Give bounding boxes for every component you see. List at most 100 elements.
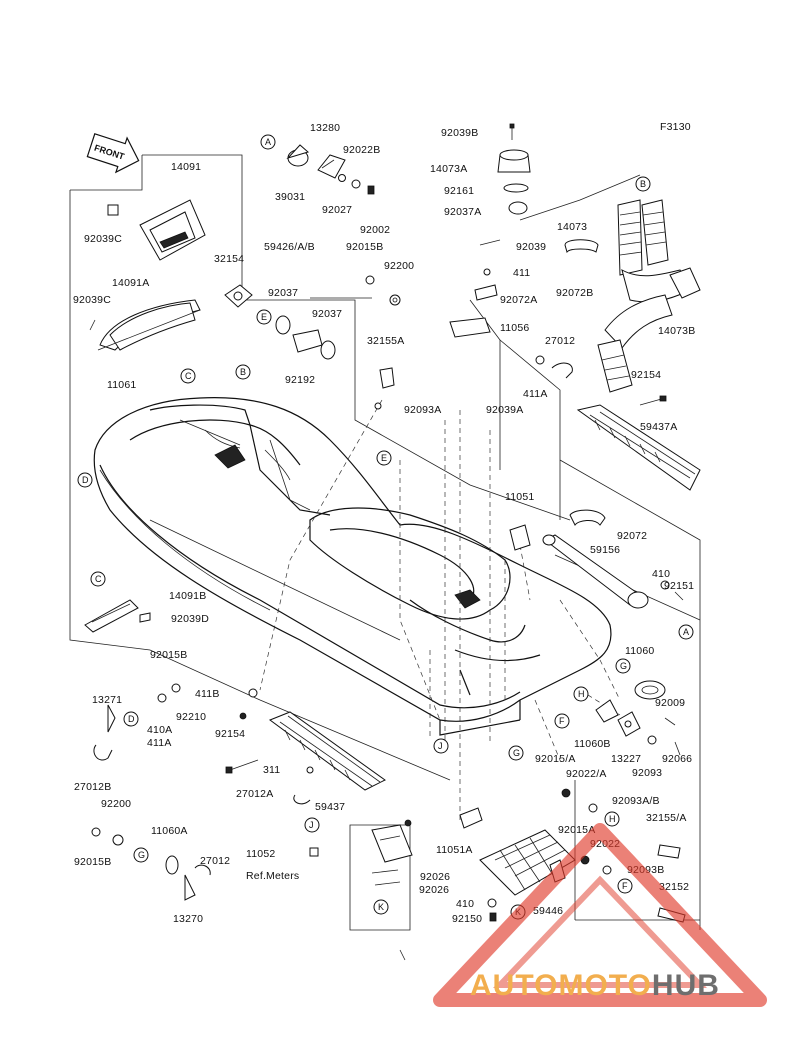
label-32155A: 32155A — [367, 335, 404, 347]
svg-text:G: G — [620, 661, 627, 671]
part-92015B-bottom — [91, 827, 101, 837]
label-32152: 32152 — [659, 881, 689, 893]
label-14091: 14091 — [171, 161, 201, 173]
svg-text:D: D — [128, 714, 135, 724]
label-92015B-left: 92015B — [150, 649, 187, 661]
part-92022A — [588, 803, 598, 813]
label-59437A: 59437A — [640, 421, 677, 433]
label-92039C-top: 92039C — [84, 233, 122, 245]
label-92015B-bottom: 92015B — [74, 856, 111, 868]
part-92161 — [503, 183, 529, 193]
callout-E-top: E — [256, 309, 272, 325]
watermark: AUTOMOTOHUB — [433, 823, 767, 1007]
svg-text:E: E — [381, 453, 387, 463]
label-92022A: 92022/A — [566, 768, 607, 780]
label-92072: 92072 — [617, 530, 647, 542]
label-92037-a: 92037 — [268, 287, 298, 299]
callout-A-right: A — [678, 624, 694, 640]
part-92192-hose — [292, 329, 323, 353]
label-92072B: 92072B — [556, 287, 593, 299]
svg-text:H: H — [578, 689, 585, 699]
part-92072A-clip — [474, 284, 498, 301]
callout-H-mid: H — [573, 686, 589, 702]
part-92039-rod — [479, 239, 501, 246]
part-92015B-top — [365, 275, 375, 285]
callout-G-right: G — [615, 658, 631, 674]
part-14091-cover — [139, 199, 206, 261]
svg-text:F: F — [559, 716, 565, 726]
label-92066: 92066 — [662, 753, 692, 765]
label-27012-bottom: 27012 — [200, 855, 230, 867]
label-59156: 59156 — [590, 544, 620, 556]
label-92192: 92192 — [285, 374, 315, 386]
label-92161: 92161 — [444, 185, 474, 197]
part-92093A — [374, 402, 382, 410]
part-311 — [306, 766, 314, 774]
part-14073A — [497, 149, 531, 173]
part-11060B — [595, 699, 619, 723]
label-ref-meters: Ref.Meters — [246, 870, 299, 882]
part-92037-clamp-a — [275, 315, 291, 335]
callout-B-top: B — [635, 176, 651, 192]
svg-text:C: C — [185, 371, 192, 381]
label-39031: 39031 — [275, 191, 305, 203]
part-92039C-screw-mid — [89, 319, 96, 331]
part-92072-clamp — [569, 509, 606, 527]
hull-body — [93, 397, 612, 736]
label-411: 411 — [513, 267, 530, 279]
label-92026-b: 92026 — [419, 884, 449, 896]
part-92027 — [338, 174, 346, 182]
part-59437A-mat — [576, 404, 701, 491]
part-13280 — [317, 154, 346, 179]
part-92200-left — [112, 834, 124, 846]
svg-text:D: D — [82, 475, 89, 485]
label-14073B: 14073B — [658, 325, 695, 337]
label-92200-left: 92200 — [101, 798, 131, 810]
label-410-right: 410 — [652, 568, 670, 580]
part-410-bottom — [487, 898, 497, 908]
part-92037-clamp-b — [320, 340, 336, 360]
label-27012B: 27012B — [74, 781, 111, 793]
callout-C-top: C — [180, 368, 196, 384]
svg-text:B: B — [640, 179, 646, 189]
part-27012-top — [551, 362, 573, 379]
label-92150: 92150 — [452, 913, 482, 925]
part-92022B — [351, 179, 361, 189]
part-32155-A-right — [657, 844, 681, 859]
label-14073A: 14073A — [430, 163, 467, 175]
callout-G-mid: G — [508, 745, 524, 761]
svg-text:F: F — [622, 881, 628, 891]
label-92154-right: 92154 — [631, 369, 661, 381]
label-11060: 11060 — [625, 645, 654, 657]
label-59437: 59437 — [315, 801, 345, 813]
label-11060B: 11060B — [574, 738, 611, 750]
svg-text:A: A — [265, 137, 271, 147]
callout-K-left: K — [373, 899, 389, 915]
label-92200-top: 92200 — [384, 260, 414, 272]
callout-D-left: D — [123, 711, 139, 727]
part-32154 — [224, 284, 253, 308]
svg-text:J: J — [438, 741, 443, 751]
callout-E-hull: E — [376, 450, 392, 466]
part-ref-meters — [371, 819, 413, 886]
part-92072B-clamp — [564, 239, 599, 254]
label-311: 311 — [263, 764, 280, 776]
label-92093AB: 92093A/B — [612, 795, 660, 807]
callout-J-mid: J — [433, 738, 449, 754]
callout-F-mid: F — [554, 713, 570, 729]
label-13270: 13270 — [173, 913, 203, 925]
label-411A: 411A — [523, 388, 548, 400]
part-labels: 92039B 14073A 92161 92037A 13280 92022B … — [73, 122, 695, 925]
label-92039D: 92039D — [171, 613, 209, 625]
part-13270 — [184, 874, 196, 901]
callout-A-top: A — [260, 134, 276, 150]
callout-F-right: F — [617, 878, 633, 894]
part-411A-top — [535, 355, 545, 365]
svg-text:C: C — [95, 574, 102, 584]
svg-text:B: B — [240, 367, 246, 377]
label-411B: 411B — [195, 688, 220, 700]
part-27012-bottom — [194, 864, 211, 876]
label-11051A: 11051A — [436, 844, 473, 856]
part-92150 — [489, 912, 497, 922]
part-11051 — [509, 524, 531, 551]
